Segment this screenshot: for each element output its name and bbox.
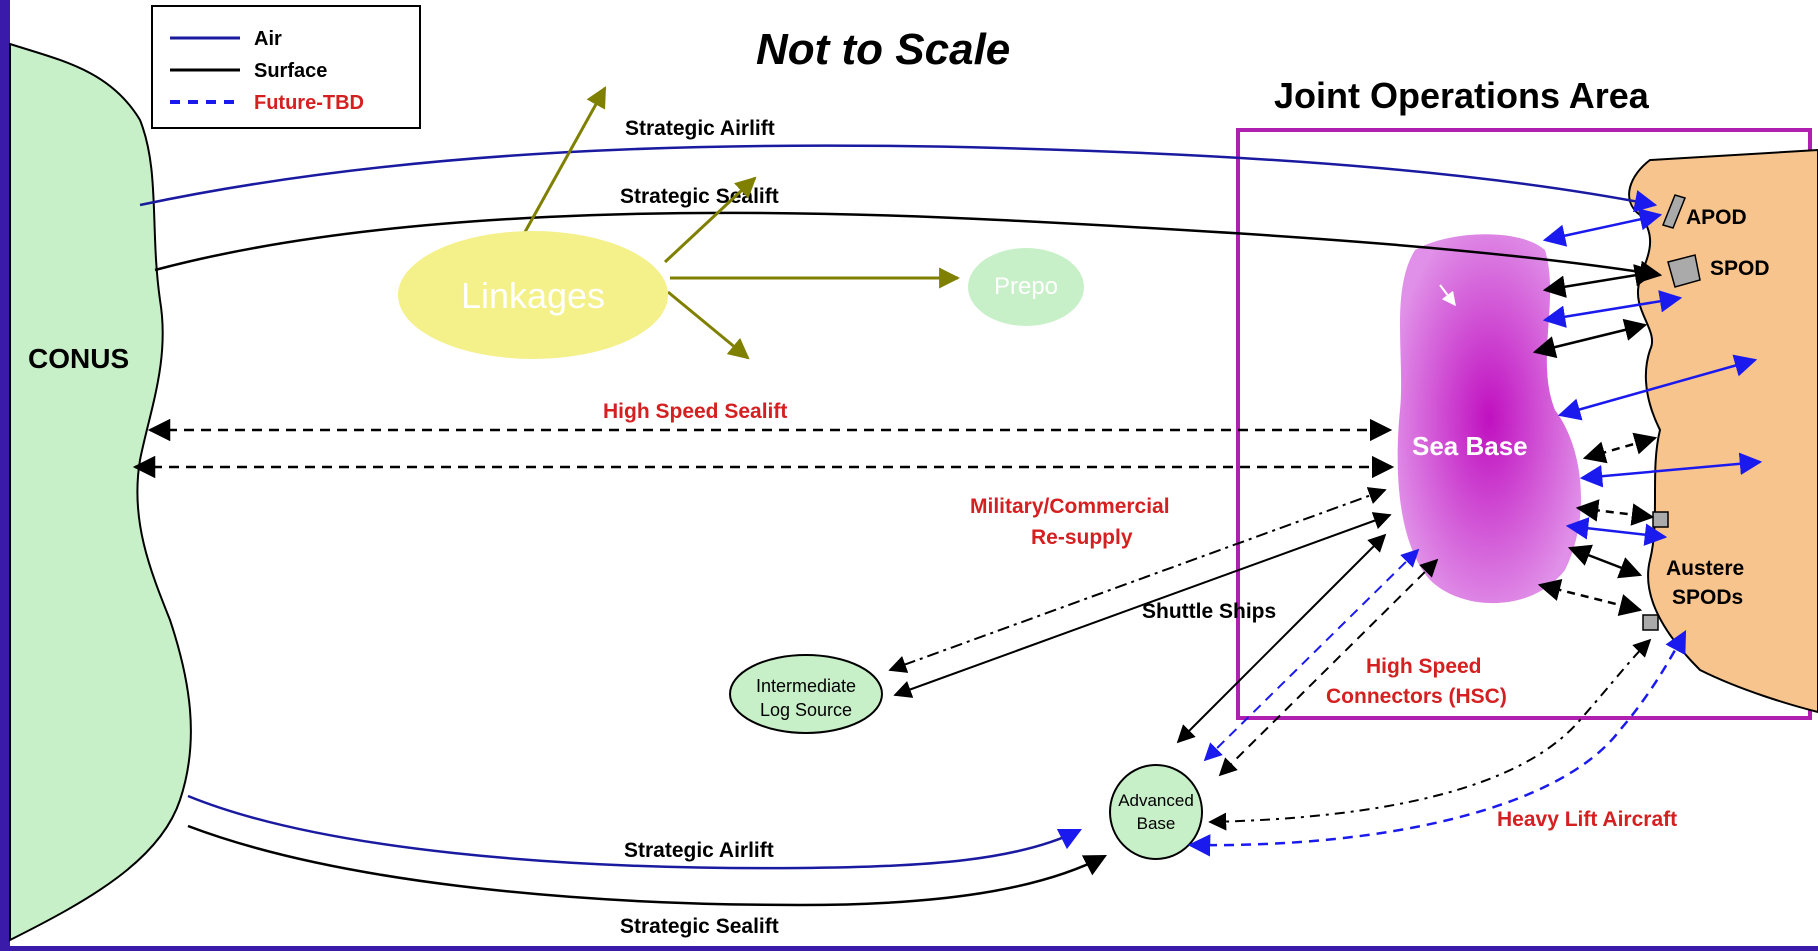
sea-base-label: Sea Base xyxy=(1412,431,1528,461)
linkages-arrow-downright xyxy=(667,290,750,360)
austere-spod-marker-2 xyxy=(1642,614,1659,631)
legend: Air Surface Future-TBD xyxy=(151,5,421,129)
mil-comm-label-line2: Re-supply xyxy=(1031,526,1133,549)
shore-arrow-9 xyxy=(1565,517,1668,546)
legend-box xyxy=(151,5,421,129)
adv-label-line1: Advanced xyxy=(1118,791,1194,810)
shore-arrow-5 xyxy=(1557,354,1758,421)
legend-air-label: Air xyxy=(254,28,282,50)
spod-label: SPOD xyxy=(1710,257,1770,280)
austere-spod-marker-1 xyxy=(1652,511,1669,528)
shore-arrow-10 xyxy=(1567,544,1643,579)
austere-label-line1: Austere xyxy=(1666,557,1744,580)
apod-marker xyxy=(1661,194,1687,229)
sea-base-inner-arrow xyxy=(1439,284,1456,307)
strategic-sealift-top-label: Strategic Sealift xyxy=(620,185,779,208)
linkages-node xyxy=(398,231,668,359)
shore-arrow-2 xyxy=(1542,264,1658,298)
strategic-sealift-bottom-line xyxy=(187,824,1107,907)
shore-arrow-6 xyxy=(1582,432,1658,464)
shuttle-ships-label: Shuttle Ships xyxy=(1142,600,1276,623)
strategic-airlift-top-line xyxy=(139,144,1658,213)
legend-surface-label: Surface xyxy=(254,60,327,82)
shore-arrow-8 xyxy=(1575,499,1655,526)
intermediate-log-source-node xyxy=(729,654,883,734)
strategic-sealift-top-line xyxy=(154,211,1663,283)
high-speed-sealift-label: High Speed Sealift xyxy=(603,400,787,423)
linkages-arrow-up xyxy=(523,86,607,233)
strategic-airlift-top-label: Strategic Airlift xyxy=(625,117,775,140)
advanced-base-node xyxy=(1109,764,1203,860)
ils-label-line1: Intermediate xyxy=(756,676,856,696)
linkages-group: Linkages xyxy=(398,86,961,360)
strategic-airlift-bottom-line xyxy=(187,794,1083,870)
shore-arrow-4 xyxy=(1532,318,1648,359)
conus-label: CONUS xyxy=(28,343,129,374)
shore-arrow-7 xyxy=(1579,452,1763,488)
prepo-node xyxy=(968,248,1084,326)
ils-label-line2: Log Source xyxy=(760,700,852,720)
joint-operations-area-title: Joint Operations Area xyxy=(1274,75,1650,116)
mil-comm-label-line1: Military/Commercial xyxy=(970,495,1170,518)
linkages-arrow-upright xyxy=(663,176,757,264)
not-to-scale-title: Not to Scale xyxy=(756,25,1010,74)
shore-arrow-1 xyxy=(1542,208,1663,247)
shore-arrow-3 xyxy=(1542,290,1683,328)
heavy-lift-label: Heavy Lift Aircraft xyxy=(1497,808,1677,831)
austere-label-line2: SPODs xyxy=(1672,586,1743,609)
strategic-airlift-bottom-label: Strategic Airlift xyxy=(624,839,774,862)
linkages-label: Linkages xyxy=(461,275,605,316)
spod-marker xyxy=(1667,254,1701,288)
strategic-sealift-bottom-label: Strategic Sealift xyxy=(620,915,779,938)
hsc-label-line1: High Speed xyxy=(1366,655,1482,678)
apod-label: APOD xyxy=(1686,206,1747,229)
sea-base-shore-arrows xyxy=(1532,208,1763,617)
adv-label-line2: Base xyxy=(1137,814,1176,833)
shore-arrow-11 xyxy=(1537,578,1643,617)
legend-future-label: Future-TBD xyxy=(254,92,364,114)
hsc-label-line2: Connectors (HSC) xyxy=(1326,685,1507,708)
prepo-label: Prepo xyxy=(994,273,1058,300)
